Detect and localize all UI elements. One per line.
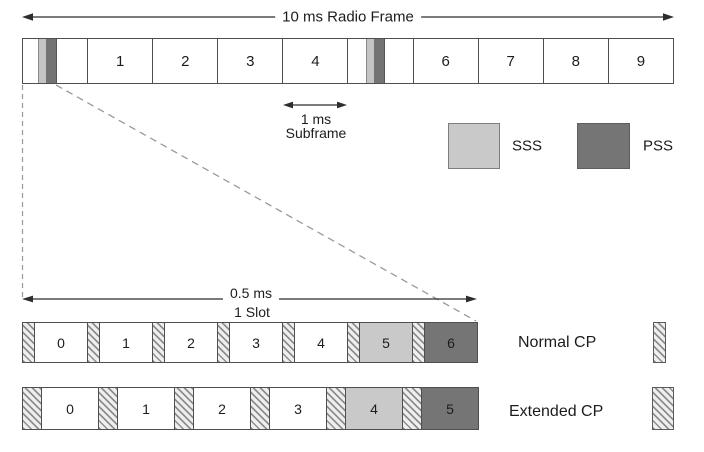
symbol-label: 6 bbox=[447, 334, 455, 351]
subframe-unit-label: Subframe bbox=[285, 125, 347, 141]
extended-cp-slot-row: 0 1 2 3 4 5 bbox=[22, 387, 479, 430]
subframe-label: 8 bbox=[571, 52, 580, 70]
subframe-9: 9 bbox=[609, 39, 673, 83]
symbol-label: 1 bbox=[142, 400, 150, 417]
subframe-label: 1 bbox=[115, 52, 125, 70]
ofdm-symbol: 1 bbox=[117, 387, 175, 430]
ofdm-symbol: 2 bbox=[193, 387, 251, 430]
cyclic-prefix-segment bbox=[22, 387, 42, 430]
pss-legend-label: PSS bbox=[643, 137, 674, 155]
symbol-label: 0 bbox=[57, 334, 65, 351]
subframe-7: 7 bbox=[479, 39, 544, 83]
sss-legend-label: SSS bbox=[512, 137, 543, 155]
cyclic-prefix-segment bbox=[174, 387, 194, 430]
subframe-duration-label: 1 ms bbox=[300, 111, 332, 127]
sss-legend-swatch bbox=[448, 123, 500, 169]
symbol-label: 4 bbox=[370, 400, 378, 417]
ofdm-symbol: 0 bbox=[34, 322, 88, 363]
subframe-label: 7 bbox=[506, 52, 515, 70]
extended-cp-legend-swatch bbox=[652, 387, 674, 430]
subframe-label: 2 bbox=[181, 52, 190, 70]
symbol-label: 4 bbox=[317, 334, 325, 351]
subframe-span-arrow bbox=[283, 101, 347, 109]
pss-marker bbox=[374, 39, 386, 83]
sss-marker bbox=[38, 39, 47, 83]
slot-unit-label: 1 Slot bbox=[227, 304, 277, 320]
sss-marker bbox=[366, 39, 376, 83]
ofdm-symbol: 0 bbox=[41, 387, 99, 430]
ofdm-symbol-pss: 6 bbox=[424, 322, 478, 363]
cyclic-prefix-segment bbox=[250, 387, 270, 430]
cyclic-prefix-segment bbox=[98, 387, 118, 430]
ofdm-symbol-sss: 4 bbox=[345, 387, 403, 430]
subframe-3: 3 bbox=[218, 39, 284, 83]
subframe-label: 3 bbox=[246, 52, 255, 70]
normal-cp-label: Normal CP bbox=[518, 334, 597, 351]
subframe-2: 2 bbox=[153, 39, 219, 83]
pss-legend-swatch bbox=[577, 123, 630, 169]
symbol-label: 3 bbox=[252, 334, 260, 351]
subframe-0 bbox=[23, 39, 89, 83]
extended-cp-label: Extended CP bbox=[509, 403, 604, 420]
symbol-label: 0 bbox=[66, 400, 74, 417]
subframe-label: 4 bbox=[311, 52, 320, 70]
ofdm-symbol: 2 bbox=[164, 322, 218, 363]
normal-cp-legend-swatch bbox=[653, 322, 666, 363]
subframe-label: 9 bbox=[636, 52, 646, 70]
subframe-1: 1 bbox=[88, 39, 154, 83]
cyclic-prefix-segment bbox=[326, 387, 346, 430]
symbol-label: 5 bbox=[382, 334, 390, 351]
subframe-6: 6 bbox=[414, 39, 479, 83]
ofdm-symbol: 3 bbox=[229, 322, 283, 363]
ofdm-symbol: 4 bbox=[294, 322, 348, 363]
symbol-label: 2 bbox=[187, 334, 195, 351]
pss-marker bbox=[46, 39, 57, 83]
symbol-label: 2 bbox=[218, 400, 226, 417]
radio-frame-arrow-label: 10 ms Radio Frame bbox=[275, 8, 421, 26]
symbol-label: 1 bbox=[122, 334, 130, 351]
normal-cp-slot-row: 0 1 2 3 4 5 6 bbox=[22, 322, 478, 363]
ofdm-symbol-pss: 5 bbox=[421, 387, 479, 430]
subframe-5 bbox=[348, 39, 414, 83]
expansion-guide-diagonal-dashed bbox=[55, 84, 477, 322]
subframe-4: 4 bbox=[283, 39, 349, 83]
symbol-label: 3 bbox=[294, 400, 302, 417]
ofdm-symbol: 1 bbox=[99, 322, 153, 363]
ofdm-symbol: 3 bbox=[269, 387, 327, 430]
subframe-label: 6 bbox=[441, 52, 450, 70]
symbol-label: 5 bbox=[446, 400, 454, 417]
cyclic-prefix-segment bbox=[402, 387, 422, 430]
slot-duration-label: 0.5 ms bbox=[222, 285, 280, 301]
radio-frame-row: 1 2 3 4 6 7 8 9 bbox=[22, 38, 674, 84]
subframe-8: 8 bbox=[544, 39, 609, 83]
ofdm-symbol-sss: 5 bbox=[359, 322, 413, 363]
